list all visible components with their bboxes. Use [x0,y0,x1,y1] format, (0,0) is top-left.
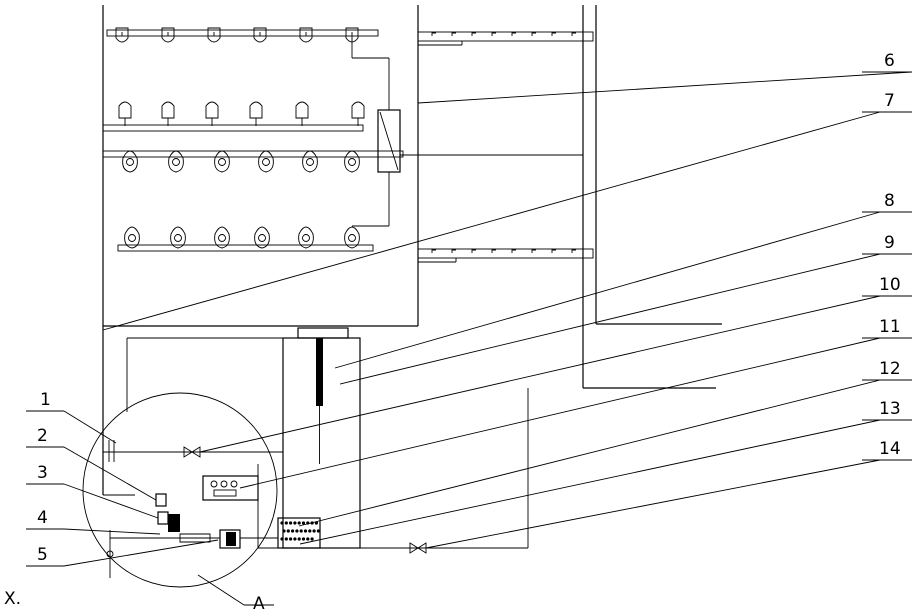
spray-bars [102,29,404,252]
sprinkler-row-4 [124,226,360,249]
label-14: 14 [879,439,901,459]
pump-icon [168,514,180,532]
detail-circle [82,392,278,588]
right-spray-pipes [417,31,594,263]
sprinkler-head-icon [299,27,313,43]
label-2: 2 [37,426,48,446]
label-11: 11 [879,317,901,337]
label-8: 8 [884,191,895,211]
sprinkler-head-icon [344,226,360,249]
control-panel-icon [202,475,259,501]
label-9: 9 [884,233,895,253]
sprinkler-head-icon [253,27,267,43]
label-7: 7 [884,91,895,111]
enclosure [102,5,722,495]
sprinkler-head-icon [124,226,140,249]
sprinkler-head-icon [168,150,184,173]
sprinkler-head-icon [118,101,132,126]
sprinkler-head-icon [122,150,138,173]
sprinkler-head-icon [295,101,309,126]
label-12: 12 [879,359,901,379]
sprinkler-head-icon [302,150,318,173]
sprinkler-head-icon [249,101,263,126]
manifold [351,36,583,227]
label-6: 6 [884,51,895,71]
label-10: 10 [879,275,901,295]
part-labels: 6 7 8 9 10 11 12 13 14 1 2 3 4 5 A X. [4,51,901,614]
label-detail-a: A [253,594,265,614]
sprinkler-head-icon [258,150,274,173]
sprinkler-row-1 [115,27,359,43]
sprinkler-head-icon [298,226,314,249]
sprinkler-head-icon [214,150,230,173]
sprinkler-head-icon [254,226,270,249]
sprinkler-head-icon [170,226,186,249]
label-3: 3 [37,463,48,483]
sprinkler-head-icon [161,101,175,126]
sprinkler-head-icon [214,226,230,249]
water-tank [277,327,361,549]
leader-lines [26,71,913,606]
sprinkler-head-icon [207,27,221,43]
piping [103,337,529,549]
sprinkler-head-icon [115,27,129,43]
sprinkler-head-icon [161,27,175,43]
sprinkler-head-icon [351,101,365,126]
label-4: 4 [37,508,48,528]
sprinkler-head-icon [345,27,359,43]
label-1: 1 [40,390,51,410]
pump-assembly [106,493,241,578]
level-gauge [316,338,323,406]
label-13: 13 [879,399,901,419]
sprinkler-row-3 [122,150,360,173]
label-5: 5 [37,545,48,565]
sprinkler-row-2 [118,101,365,126]
corner-mark: X. [4,589,21,609]
tank-cap [297,327,349,339]
sprinkler-head-icon [205,101,219,126]
sprinkler-head-icon [344,150,360,173]
